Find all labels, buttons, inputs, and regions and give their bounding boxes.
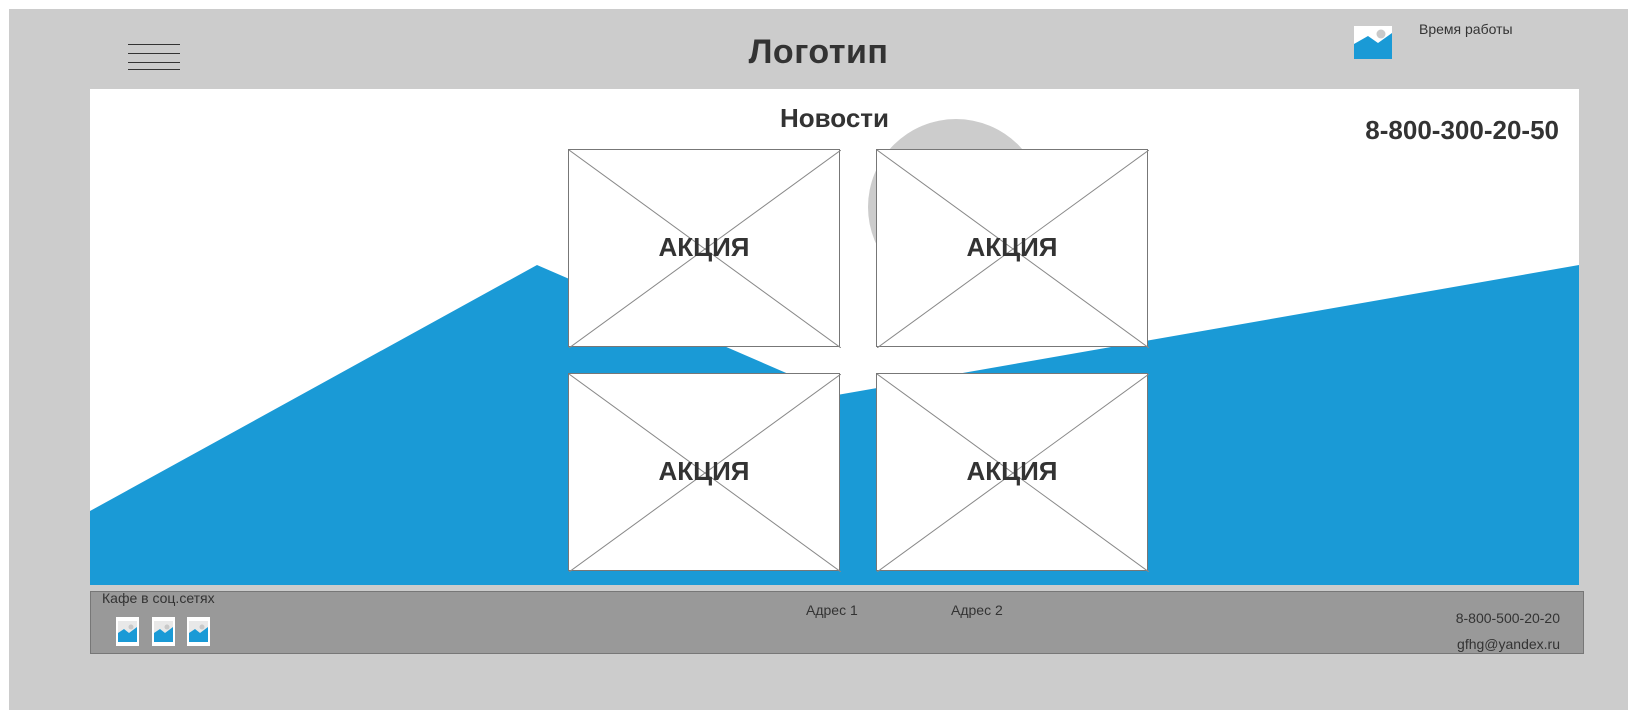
hero-banner: Новости 8-800-300-20-50 АКЦИЯ АКЦИЯ АКЦИ… xyxy=(90,89,1579,585)
image-placeholder-icon xyxy=(877,374,1149,572)
social-link-icon[interactable] xyxy=(152,617,175,646)
social-label: Кафе в соц.сетях xyxy=(102,590,215,606)
address-2[interactable]: Адрес 2 xyxy=(951,602,1003,618)
image-placeholder-icon xyxy=(569,150,841,348)
image-placeholder-icon xyxy=(877,150,1149,348)
page: Логотип Время работы Новости 8-800-300-2… xyxy=(9,9,1628,710)
image-placeholder-icon xyxy=(569,374,841,572)
header-phone[interactable]: 8-800-300-20-50 xyxy=(1365,115,1559,145)
hamburger-menu-icon[interactable] xyxy=(128,44,180,76)
address-1[interactable]: Адрес 1 xyxy=(806,602,858,618)
news-title: Новости xyxy=(779,103,889,133)
promo-card[interactable]: АКЦИЯ xyxy=(568,149,841,348)
footer: Кафе в соц.сетях Адрес 1 Адрес 2 8-800-5… xyxy=(90,590,1584,654)
footer-email[interactable]: gfhg@yandex.ru xyxy=(1457,636,1560,652)
working-hours-label[interactable]: Время работы xyxy=(1419,21,1513,37)
logo[interactable]: Логотип xyxy=(748,33,889,71)
promo-label: АКЦИЯ xyxy=(658,232,750,262)
image-placeholder-icon xyxy=(1354,26,1392,59)
promo-label: АКЦИЯ xyxy=(966,456,1058,486)
promo-card[interactable]: АКЦИЯ xyxy=(568,373,841,572)
promo-card[interactable]: АКЦИЯ xyxy=(876,373,1149,572)
footer-phone[interactable]: 8-800-500-20-20 xyxy=(1455,610,1560,626)
social-link-icon[interactable] xyxy=(187,617,210,646)
social-link-icon[interactable] xyxy=(116,617,139,646)
promo-label: АКЦИЯ xyxy=(658,456,750,486)
promo-card[interactable]: АКЦИЯ xyxy=(876,149,1149,348)
promo-label: АКЦИЯ xyxy=(966,232,1058,262)
